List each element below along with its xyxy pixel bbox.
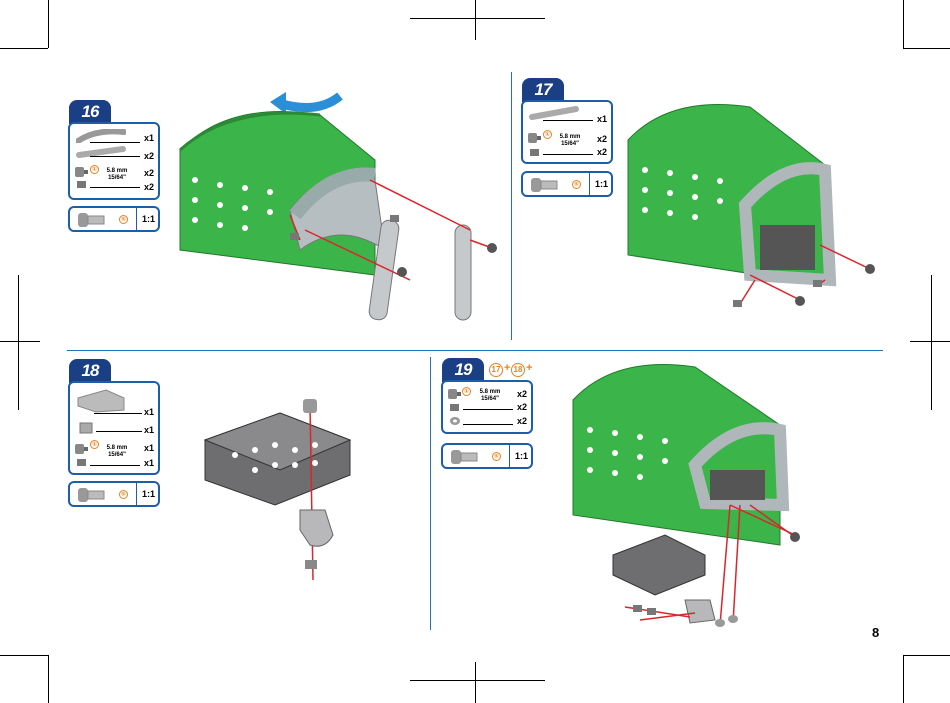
- bolt-icon: [75, 443, 89, 455]
- bolt-icon: [531, 177, 559, 193]
- parts-box: x1 x2 ① 5.8 mm 15/64" x2 x2: [68, 122, 160, 200]
- channel-bracket-assembly-illustration: [195, 395, 375, 585]
- part-length: 5.8 mm 15/64": [102, 445, 132, 459]
- part-badge: ①: [90, 440, 99, 449]
- scale-box: ⑤ 1:1: [521, 171, 613, 197]
- scale-box: ⑤ 1:1: [441, 443, 533, 469]
- part-qty: x2: [517, 389, 527, 399]
- part-qty: x1: [144, 458, 154, 468]
- length-mm: 5.8 mm: [102, 445, 132, 452]
- part-qty: x1: [144, 425, 154, 435]
- part-length: 5.8 mm 15/64": [475, 389, 505, 403]
- washer-icon: [449, 416, 461, 426]
- step-number: 19: [442, 358, 484, 382]
- length-mm: 5.8 mm: [475, 389, 505, 396]
- part-qty: x2: [517, 416, 527, 426]
- part-length: 5.8 mm 15/64": [102, 168, 132, 182]
- length-in: 15/64": [555, 141, 585, 148]
- bolt-icon: [528, 132, 542, 144]
- part-badge: ①: [543, 130, 552, 139]
- dependency-step-17: 17: [489, 363, 503, 377]
- scale-label: 1:1: [142, 214, 155, 224]
- part-qty: x1: [144, 133, 154, 143]
- dependency-step-18: 18: [511, 363, 525, 377]
- length-mm: 5.8 mm: [102, 168, 132, 175]
- green-dome-with-bracket-illustration: [565, 355, 815, 645]
- part-qty: x2: [517, 402, 527, 412]
- part-qty: x2: [144, 168, 154, 178]
- nut-icon: [77, 459, 87, 467]
- scale-label: 1:1: [595, 179, 608, 189]
- part-qty: x2: [144, 151, 154, 161]
- length-in: 15/64": [475, 396, 505, 403]
- bolt-icon: [75, 166, 89, 178]
- scale-badge: ⑤: [119, 490, 128, 499]
- part-qty: x1: [144, 443, 154, 453]
- length-in: 15/64": [102, 452, 132, 459]
- plus-sign: +: [504, 362, 510, 374]
- bolt-icon: [78, 212, 106, 228]
- parts-box: x1 x1 ① 5.8 mm 15/64" x1 x1: [68, 381, 160, 475]
- part-length: 5.8 mm 15/64": [555, 134, 585, 148]
- step-number: 16: [69, 100, 111, 124]
- parts-box: ① 5.8 mm 15/64" x2 x2 x2: [441, 380, 533, 434]
- part-qty: x1: [597, 114, 607, 124]
- plus-sign: +: [526, 362, 532, 374]
- bolt-icon: [448, 388, 462, 400]
- nut-icon: [450, 404, 460, 412]
- part-qty: x2: [144, 182, 154, 192]
- scale-box: ⑤ 1:1: [68, 206, 160, 232]
- part-badge: ①: [90, 165, 99, 174]
- green-dome-model-illustration: [170, 100, 500, 330]
- part-qty: x2: [597, 147, 607, 157]
- channel-plate-icon: [76, 388, 126, 414]
- strip-icon: [529, 106, 579, 120]
- bolt-icon: [78, 487, 106, 503]
- part-badge: ①: [462, 387, 471, 396]
- scale-badge: ⑤: [572, 180, 581, 189]
- scale-label: 1:1: [142, 489, 155, 499]
- angle-bracket-icon: [78, 421, 96, 435]
- part-qty: x1: [144, 407, 154, 417]
- step-number: 18: [69, 359, 111, 383]
- divider-top: [511, 72, 512, 340]
- curved-strip-icon: [76, 129, 126, 143]
- page-number: 8: [872, 625, 879, 640]
- scale-badge: ⑤: [119, 215, 128, 224]
- nut-icon: [77, 181, 87, 189]
- green-dome-model-illustration: [620, 95, 890, 315]
- step-number: 17: [522, 78, 564, 102]
- scale-box: ⑤ 1:1: [68, 481, 160, 507]
- scale-badge: ⑤: [492, 452, 501, 461]
- bolt-icon: [451, 449, 479, 465]
- length-in: 15/64": [102, 175, 132, 182]
- length-mm: 5.8 mm: [555, 134, 585, 141]
- nut-icon: [530, 149, 540, 157]
- divider-middle: [67, 350, 883, 351]
- part-qty: x2: [597, 134, 607, 144]
- divider-bottom: [430, 357, 431, 630]
- scale-label: 1:1: [515, 451, 528, 461]
- parts-box: x1 ① 5.8 mm 15/64" x2 x2: [521, 100, 613, 164]
